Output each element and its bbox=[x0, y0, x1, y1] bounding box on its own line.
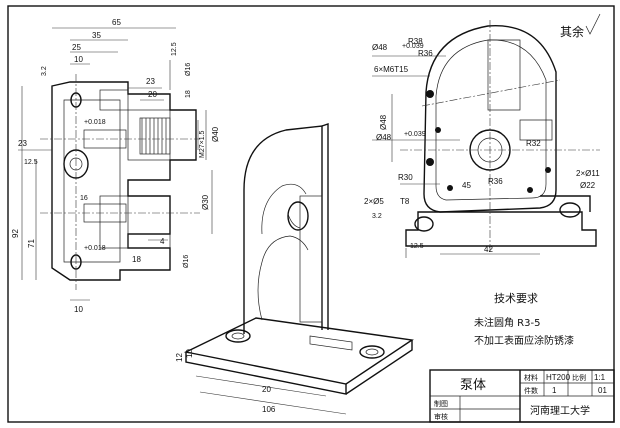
dim-65: 65 bbox=[112, 18, 121, 27]
dim-10-iso: 10 bbox=[185, 349, 194, 358]
dim-10-top: 10 bbox=[74, 55, 83, 64]
drawing-border bbox=[7, 5, 615, 423]
dim-18-bottom: 18 bbox=[132, 255, 141, 264]
dim-25: 25 bbox=[72, 43, 81, 52]
dim-30: Ø30 bbox=[201, 194, 210, 210]
scale-label: 比例 bbox=[572, 373, 586, 382]
dim-roughness-12-5: 12.5 bbox=[171, 42, 178, 56]
quantity-label: 件数 bbox=[524, 386, 538, 395]
dim-12-iso: 12 bbox=[175, 353, 184, 362]
dim-16-top: Ø16 bbox=[185, 63, 192, 76]
dim-6xm6: 6×M6T15 bbox=[374, 65, 409, 74]
dim-4: 4 bbox=[160, 237, 165, 246]
dim-45: 45 bbox=[462, 181, 471, 190]
dim-r30: R30 bbox=[398, 173, 413, 182]
threaded-port bbox=[139, 117, 171, 155]
technical-requirements: 技术要求 未注圆角 R3-5 不加工表面应涂防锈漆 bbox=[474, 292, 574, 347]
dim-roughness-12-5-left: 12.5 bbox=[24, 159, 38, 166]
dim-23-top: 23 bbox=[146, 77, 155, 86]
part-name: 泵体 bbox=[460, 378, 486, 393]
dim-18-fit: 18 bbox=[185, 90, 192, 98]
dim-106: 106 bbox=[262, 405, 276, 414]
tech-req-line-2: 不加工表面应涂防锈漆 bbox=[474, 334, 574, 347]
dim-roughness-3-2: 3.2 bbox=[41, 66, 48, 76]
dim-t8: T8 bbox=[400, 197, 410, 206]
sheet-number: 01 bbox=[598, 386, 607, 395]
fit-side-lower: +0.039 bbox=[404, 131, 426, 138]
dim-20-iso: 20 bbox=[262, 385, 271, 394]
dim-40: Ø40 bbox=[211, 126, 220, 142]
dim-d48-mid: Ø48 bbox=[376, 133, 392, 142]
dim-2xd5: 2×Ø5 bbox=[364, 197, 384, 206]
fit-side-upper: +0.039 bbox=[402, 43, 424, 50]
dim-23-left: 23 bbox=[18, 139, 27, 148]
checked-by-label: 审核 bbox=[434, 412, 448, 421]
dim-roughness-3-2-right: 3.2 bbox=[372, 213, 382, 220]
dim-10-bottom: 10 bbox=[74, 305, 83, 314]
dim-42: 42 bbox=[484, 245, 493, 254]
dim-d48-top: Ø48 bbox=[372, 43, 388, 52]
dim-d48-left: Ø48 bbox=[379, 114, 388, 130]
side-section-view: Ø48 R38 R36 6×M6T15 Ø48 Ø48 R30 R32 R36 … bbox=[364, 20, 600, 258]
fit-upper-1: +0.018 bbox=[84, 119, 106, 126]
roughness-note-text: 其余 bbox=[560, 24, 584, 39]
dim-16-mid: 16 bbox=[80, 195, 88, 202]
dim-d22: Ø22 bbox=[580, 181, 596, 190]
front-section-view: 65 35 25 10 3.2 12.5 23 20 18 Ø16 Ø40 M2… bbox=[11, 18, 220, 314]
dim-thread: M27×1.5 bbox=[199, 130, 206, 158]
title-block: 泵体 材料 HT200 比例 1:1 件数 1 01 制图 审核 河南理工大学 bbox=[429, 369, 615, 423]
fit-lower-1: +0.018 bbox=[84, 245, 106, 252]
dim-r32: R32 bbox=[526, 139, 541, 148]
dim-92: 92 bbox=[11, 229, 20, 238]
dim-2xd11: 2×Ø11 bbox=[576, 169, 600, 178]
quantity-value: 1 bbox=[552, 386, 557, 395]
material-label: 材料 bbox=[524, 373, 538, 382]
tech-req-title: 技术要求 bbox=[494, 292, 538, 305]
dim-r36-top: R36 bbox=[418, 49, 433, 58]
dim-16-bottom: Ø16 bbox=[183, 255, 190, 268]
dim-r36: R36 bbox=[488, 177, 503, 186]
dim-r38: R38 bbox=[408, 37, 423, 46]
material-value: HT200 bbox=[546, 373, 571, 382]
scale-value: 1:1 bbox=[594, 373, 606, 382]
dim-20: 20 bbox=[148, 90, 157, 99]
school-name: 河南理工大学 bbox=[530, 404, 590, 417]
roughness-note: 其余 bbox=[560, 13, 601, 39]
dim-35: 35 bbox=[92, 31, 101, 40]
tech-req-line-1: 未注圆角 R3-5 bbox=[474, 316, 540, 329]
dim-roughness-12-5-right: 12.5 bbox=[410, 243, 424, 250]
isometric-view: 106 20 10 12 bbox=[175, 123, 414, 415]
drawn-by-label: 制图 bbox=[434, 399, 448, 408]
dim-71: 71 bbox=[27, 239, 36, 248]
